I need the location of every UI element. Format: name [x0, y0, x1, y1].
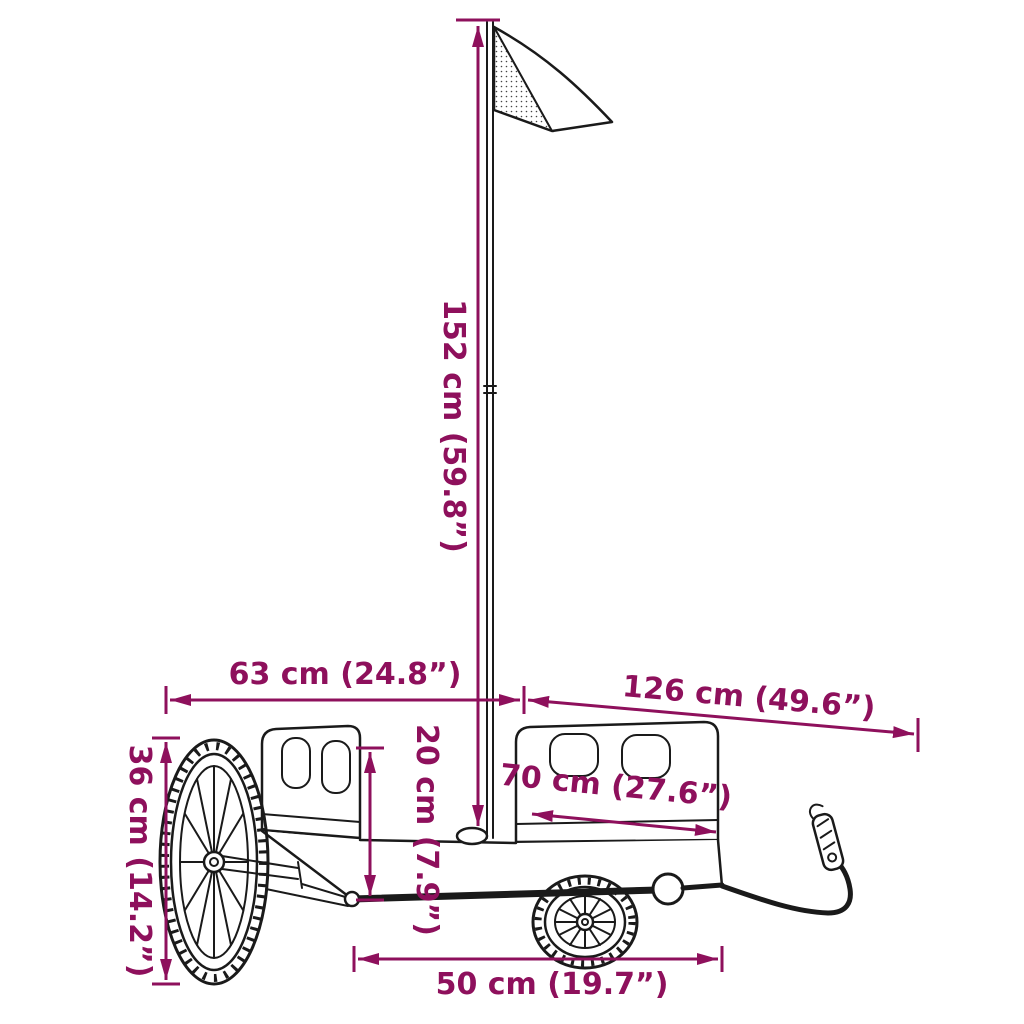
dim-bed-width-label: 50 cm (19.7”) [436, 967, 669, 1002]
dim-wheel-height: 36 cm (14.2”) [122, 736, 180, 986]
dim-front-width-label: 63 cm (24.8”) [229, 657, 462, 692]
hitch-coupler [809, 803, 845, 872]
left-side-wall [260, 724, 362, 840]
dim-flag-pole-height: 152 cm (59.8”) [436, 18, 500, 826]
dim-wall-height-label: 20 cm (7.9”) [409, 724, 444, 936]
drawbar [719, 857, 853, 916]
dim-wheel-height-label: 36 cm (14.2”) [122, 745, 157, 978]
dim-flag-pole-height-label: 152 cm (59.8”) [436, 299, 471, 553]
safety-flag [492, 24, 614, 133]
dim-total-length-label: 126 cm (49.6”) [621, 669, 877, 726]
dim-wall-height: 20 cm (7.9”) [356, 724, 444, 936]
cargo-bed [260, 829, 724, 901]
dim-front-width: 63 cm (24.8”) [164, 657, 526, 714]
axle-struts [221, 855, 353, 907]
right-wheel-spokes [554, 895, 616, 949]
trailer-drawing [158, 18, 853, 986]
left-wheel [158, 738, 270, 986]
dim-bed-width: 50 cm (19.7”) [352, 946, 724, 1002]
front-frame-bar [343, 872, 725, 908]
left-wheel-spokes [179, 765, 249, 959]
flag-pole-socket [455, 826, 489, 846]
right-wheel [531, 874, 639, 970]
